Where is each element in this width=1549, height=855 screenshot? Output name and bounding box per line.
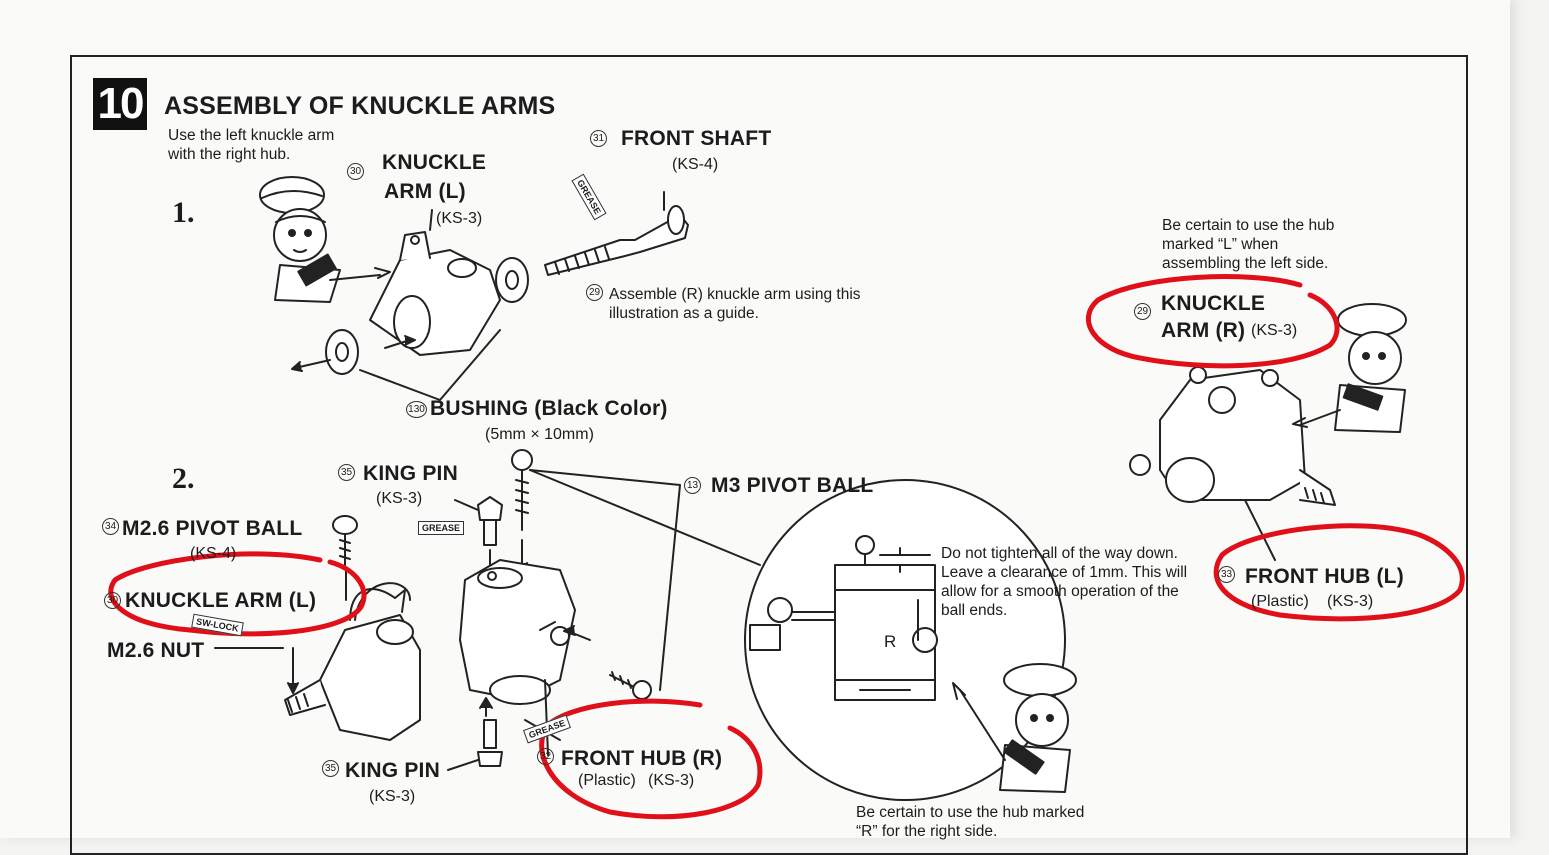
bushing-number: 130 (406, 401, 431, 419)
part-number-badge: 30 (347, 163, 364, 181)
section-number: 10 (93, 78, 147, 130)
front-hub-r-code: (KS-3) (648, 772, 695, 789)
knuckle-arm-r-code: (KS-3) (1251, 322, 1298, 339)
king-pin-bottom-part (477, 697, 503, 767)
front-shaft-code: (KS-4) (672, 156, 719, 173)
front-hub-l-number: 33 (1218, 566, 1239, 584)
mascot-figure-step1 (259, 176, 391, 303)
part-number-badge: 33 (1218, 566, 1235, 584)
part-number-badge: 29 (586, 284, 603, 302)
highlight-knuckle-arm-l (108, 551, 367, 637)
part-number-badge: 32 (537, 748, 554, 766)
intro-note: Use the left knuckle arm with the right … (168, 127, 335, 163)
bushing-size: (5mm × 10mm) (485, 426, 594, 443)
front-hub-r-number: 32 (537, 748, 558, 766)
step-1-label: 1. (172, 196, 195, 229)
king-pin-bottom-number: 35 (322, 760, 343, 778)
highlight-front-hub-l (1213, 523, 1465, 622)
part-number-badge: 29 (1134, 303, 1151, 321)
m26-pivot-ball-code: (KS-4) (190, 545, 237, 562)
king-pin-top-number: 35 (338, 464, 359, 482)
part-number-badge: 30 (104, 592, 121, 610)
hub-l-note: Be certain to use the hub marked “L” whe… (1162, 217, 1335, 272)
section-title: ASSEMBLY OF KNUCKLE ARMS (164, 92, 556, 120)
knuckle-arm-l-name-line2: ARM (L) (384, 180, 466, 203)
front-hub-l-code: (KS-3) (1327, 593, 1374, 610)
step-2-label: 2. (172, 462, 195, 495)
front-hub-r-name: FRONT HUB (R) (561, 747, 723, 770)
m3-pivot-ball-name: M3 PIVOT BALL (711, 474, 874, 497)
knuckle-arm-l-callout: 30 (347, 163, 368, 181)
front-shaft-part (544, 191, 689, 276)
part-number-badge: 34 (102, 518, 119, 536)
right-hub-assembly (1129, 366, 1336, 561)
grease-tag-king-pin: GREASE (418, 521, 465, 535)
king-pin-top-code: (KS-3) (376, 490, 423, 507)
part-number-badge: 31 (590, 130, 607, 148)
bushing-left (325, 329, 359, 375)
part-number-badge: 130 (406, 401, 427, 419)
detail-hub-view (749, 535, 938, 701)
part-number-badge: 35 (338, 464, 355, 482)
front-hub-r-material: (Plastic) (578, 772, 636, 789)
front-hub-l-name: FRONT HUB (L) (1245, 565, 1404, 588)
king-pin-bottom-code: (KS-3) (369, 788, 416, 805)
highlight-front-hub-r (539, 698, 763, 820)
front-shaft-number: 31 (590, 130, 611, 148)
knuckle-arm-l-name-line1: KNUCKLE (382, 151, 487, 174)
m3-pivot-ball-number: 13 (684, 477, 705, 495)
mascot-figure-right (1292, 303, 1407, 433)
pivot-ball-top (511, 449, 533, 471)
hub-r-note: Be certain to use the hub marked “R” for… (856, 804, 1085, 840)
hub-r-mark: R (884, 632, 897, 651)
knuckle-arm-l-code: (KS-3) (436, 210, 483, 227)
front-shaft-name: FRONT SHAFT (621, 127, 772, 150)
tighten-note: Do not tighten all of the way down. Leav… (941, 545, 1188, 619)
bushing-name: BUSHING (Black Color) (430, 397, 668, 420)
king-pin-bottom-name: KING PIN (345, 759, 440, 782)
knuckle-arm-l-step2-number: 30 (104, 592, 125, 610)
king-pin-top-name: KING PIN (363, 462, 458, 485)
knuckle-arm-l-part (369, 231, 501, 356)
bushing-right (495, 257, 529, 303)
highlight-marks (108, 274, 1465, 820)
m26-pivot-ball-name: M2.6 PIVOT BALL (122, 517, 303, 540)
assemble-note-number: 29 (586, 284, 607, 302)
front-hub-l-material: (Plastic) (1251, 593, 1309, 610)
knuckle-arm-r-name-line1: KNUCKLE (1161, 292, 1266, 315)
knuckle-arm-l-step2-name: KNUCKLE ARM (L) (125, 589, 317, 612)
knuckle-arm-r-number: 29 (1134, 303, 1155, 321)
assemble-note: Assemble (R) knuckle arm using this illu… (609, 286, 861, 322)
m26-pivot-ball-number: 34 (102, 518, 123, 536)
m26-nut-name: M2.6 NUT (107, 639, 205, 662)
part-number-badge: 35 (322, 760, 339, 778)
part-number-badge: 13 (684, 477, 701, 495)
knuckle-arm-l-step2 (284, 589, 421, 741)
mascot-figure-step2 (952, 663, 1077, 793)
front-hub-r-part (459, 559, 652, 705)
m26-pivot-ball-part (332, 515, 358, 601)
knuckle-arm-r-name-line2: ARM (R) (1161, 319, 1246, 342)
highlight-knuckle-arm-r (1085, 274, 1340, 369)
